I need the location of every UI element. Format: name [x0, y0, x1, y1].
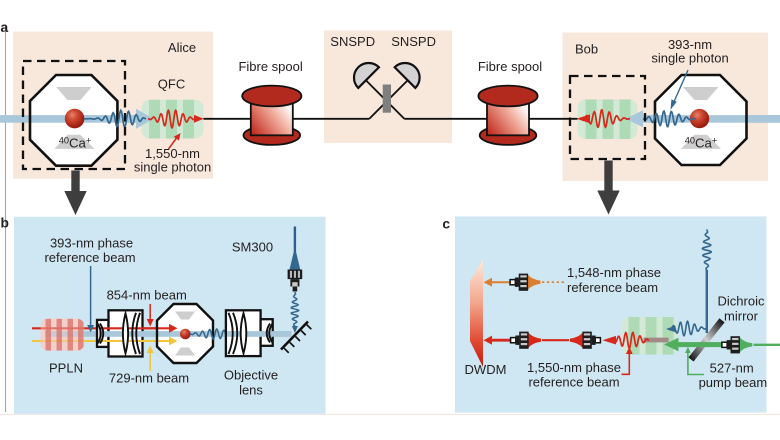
svg-text:a: a	[1, 20, 9, 35]
svg-text:DWDM: DWDM	[465, 362, 507, 377]
svg-text:Fibre spool: Fibre spool	[478, 59, 542, 74]
svg-text:729-nm beam: 729-nm beam	[109, 371, 189, 386]
svg-text:40Ca+: 40Ca+	[59, 136, 91, 151]
svg-text:c: c	[442, 216, 450, 231]
svg-text:854-nm beam: 854-nm beam	[107, 288, 187, 303]
svg-text:single photon: single photon	[651, 51, 728, 66]
svg-text:Alice: Alice	[168, 40, 196, 55]
svg-text:b: b	[1, 216, 9, 231]
svg-text:40Ca+: 40Ca+	[685, 136, 717, 151]
svg-text:SM300: SM300	[232, 240, 273, 255]
svg-text:reference beam: reference beam	[567, 280, 658, 295]
svg-text:1,550-nm: 1,550-nm	[145, 146, 200, 161]
svg-text:Bob: Bob	[575, 42, 598, 57]
svg-text:SNSPD: SNSPD	[391, 34, 436, 49]
svg-text:1,550-nm phase: 1,550-nm phase	[527, 360, 621, 375]
svg-text:QFC: QFC	[158, 76, 185, 91]
svg-text:reference beam: reference beam	[44, 250, 135, 265]
svg-text:SNSPD: SNSPD	[330, 34, 375, 49]
svg-text:393-nm phase: 393-nm phase	[50, 236, 133, 251]
svg-text:1,548-nm phase: 1,548-nm phase	[567, 265, 661, 280]
svg-text:393-nm: 393-nm	[668, 37, 712, 52]
svg-text:mirror: mirror	[724, 309, 759, 324]
svg-text:Fibre spool: Fibre spool	[238, 59, 302, 74]
svg-text:527-nm: 527-nm	[710, 361, 754, 376]
svg-text:reference beam: reference beam	[528, 375, 619, 390]
svg-text:pump beam: pump beam	[699, 375, 768, 390]
svg-text:Dichroic: Dichroic	[718, 294, 765, 309]
svg-text:Objective: Objective	[224, 368, 278, 383]
svg-text:PPLN: PPLN	[49, 361, 83, 376]
svg-text:single photon: single photon	[134, 159, 211, 174]
svg-text:lens: lens	[239, 383, 263, 398]
